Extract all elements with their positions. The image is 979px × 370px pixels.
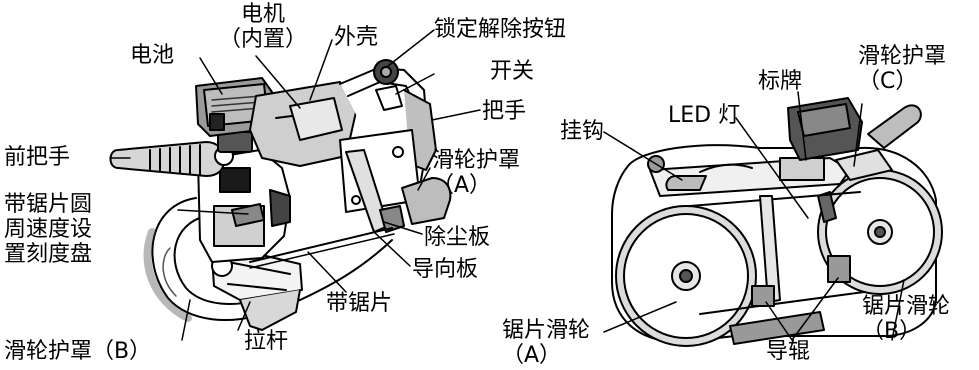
label-housing: 外壳 (334, 25, 379, 50)
label-guide-plate: 导向板 (412, 257, 479, 282)
label-lever: 拉杆 (244, 329, 289, 354)
label-speed-dial: 带锯片圆 周速度设 置刻度盘 (4, 192, 93, 267)
label-front-handle: 前把手 (4, 145, 71, 170)
right-saw-drawing (611, 97, 943, 347)
label-battery: 电池 (130, 43, 175, 68)
label-switch: 开关 (490, 59, 535, 84)
label-motor: 电机 （内置） (218, 2, 307, 52)
label-hook: 挂钩 (560, 119, 605, 144)
label-nameplate: 标牌 (758, 69, 803, 94)
label-saw-blade: 带锯片 (326, 291, 393, 316)
label-handle: 把手 (482, 99, 527, 124)
label-dust-plate: 除尘板 (424, 225, 491, 250)
label-lock-release-button: 锁定解除按钮 (434, 17, 567, 42)
left-saw-drawing (109, 59, 452, 331)
label-pulley-cover-b: 滑轮护罩（B） (4, 339, 152, 364)
label-blade-pulley-a: 锯片滑轮 （A） (502, 318, 591, 368)
label-pulley-cover-c: 滑轮护罩 （C） (858, 44, 947, 94)
label-led-light: LED 灯 (668, 103, 741, 128)
leader-lines (109, 29, 905, 341)
label-blade-pulley-b: 锯片滑轮 （B） (862, 294, 951, 344)
label-pulley-cover-a: 滑轮护罩 （A） (432, 148, 521, 198)
label-guide-roller: 导辊 (766, 339, 811, 364)
